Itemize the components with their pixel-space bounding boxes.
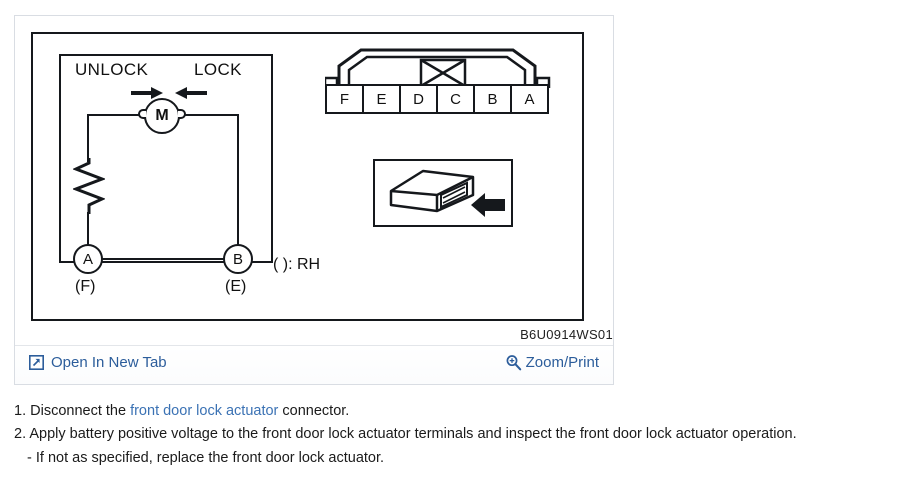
lock-label: LOCK [194,60,242,79]
connector-illustration-box [373,159,513,227]
terminal-a: A [73,244,103,274]
terminal-b: B [223,244,253,274]
figure-area: UNLOCK LOCK M [15,16,613,346]
magnifier-plus-icon [506,355,521,371]
connector-3d-icon [389,169,505,217]
motor-terminal-left [138,109,146,119]
figure-code-label: B6U0914WS01 [520,327,613,342]
connector-shroud-icon [325,48,551,88]
open-in-new-tab-button[interactable]: Open In New Tab [29,355,167,370]
wire-left-lower [87,212,89,248]
substep-item: - If not as specified, replace the front… [27,449,385,466]
step-text-pre: Disconnect the [30,403,131,419]
connector-pin-diagram: F E D C B A [325,46,557,116]
external-link-icon [29,355,44,370]
zoom-print-button[interactable]: Zoom/Print [505,354,599,371]
motor-terminal-right [178,109,186,119]
connector-cell: E [364,86,401,112]
wire-left-upper [87,114,89,162]
technical-diagram-frame: UNLOCK LOCK M [31,32,584,321]
step-number: 2. [14,426,27,443]
wire-top-right [182,114,239,116]
connector-cell-row: F E D C B A [325,84,549,114]
zoom-print-label: Zoom/Print [525,354,599,371]
terminal-b-alt-label: (E) [225,278,247,295]
step-item: 1. Disconnect the front door lock actuat… [14,400,894,423]
connector-cell: A [524,90,535,108]
front-door-lock-actuator-link[interactable]: front door lock actuator [130,403,279,419]
step-number: 1. [14,403,27,419]
unlock-label: UNLOCK [75,60,149,79]
direction-arrows-icon [131,87,207,99]
image-toolbar: Open In New Tab Zoom/Print [15,345,613,384]
wire-right [237,114,239,248]
step-text-post: connector. [278,403,350,419]
connector-cell: F [327,86,364,112]
door-lock-actuator-circuit: UNLOCK LOCK M [59,54,273,295]
step-text-pre: Apply battery positive voltage to the fr… [29,426,797,443]
wire-bottom [87,258,239,260]
open-in-new-tab-label: Open In New Tab [51,354,167,371]
procedure-steps: 1. Disconnect the front door lock actuat… [14,400,894,470]
rh-legend-label: ( ): RH [273,256,321,273]
circuit-outer-loop [59,54,273,263]
terminal-a-alt-label: (F) [75,278,96,295]
connector-cell: B [475,86,512,112]
wire-top-left [87,114,142,116]
connector-cell: D [401,86,438,112]
motor-symbol: M [144,98,180,134]
resistor-symbol [73,158,105,214]
step-item: 2. Apply battery positive voltage to the… [14,423,894,446]
image-viewer-panel: UNLOCK LOCK M [14,15,614,385]
connector-cell: C [438,86,475,112]
